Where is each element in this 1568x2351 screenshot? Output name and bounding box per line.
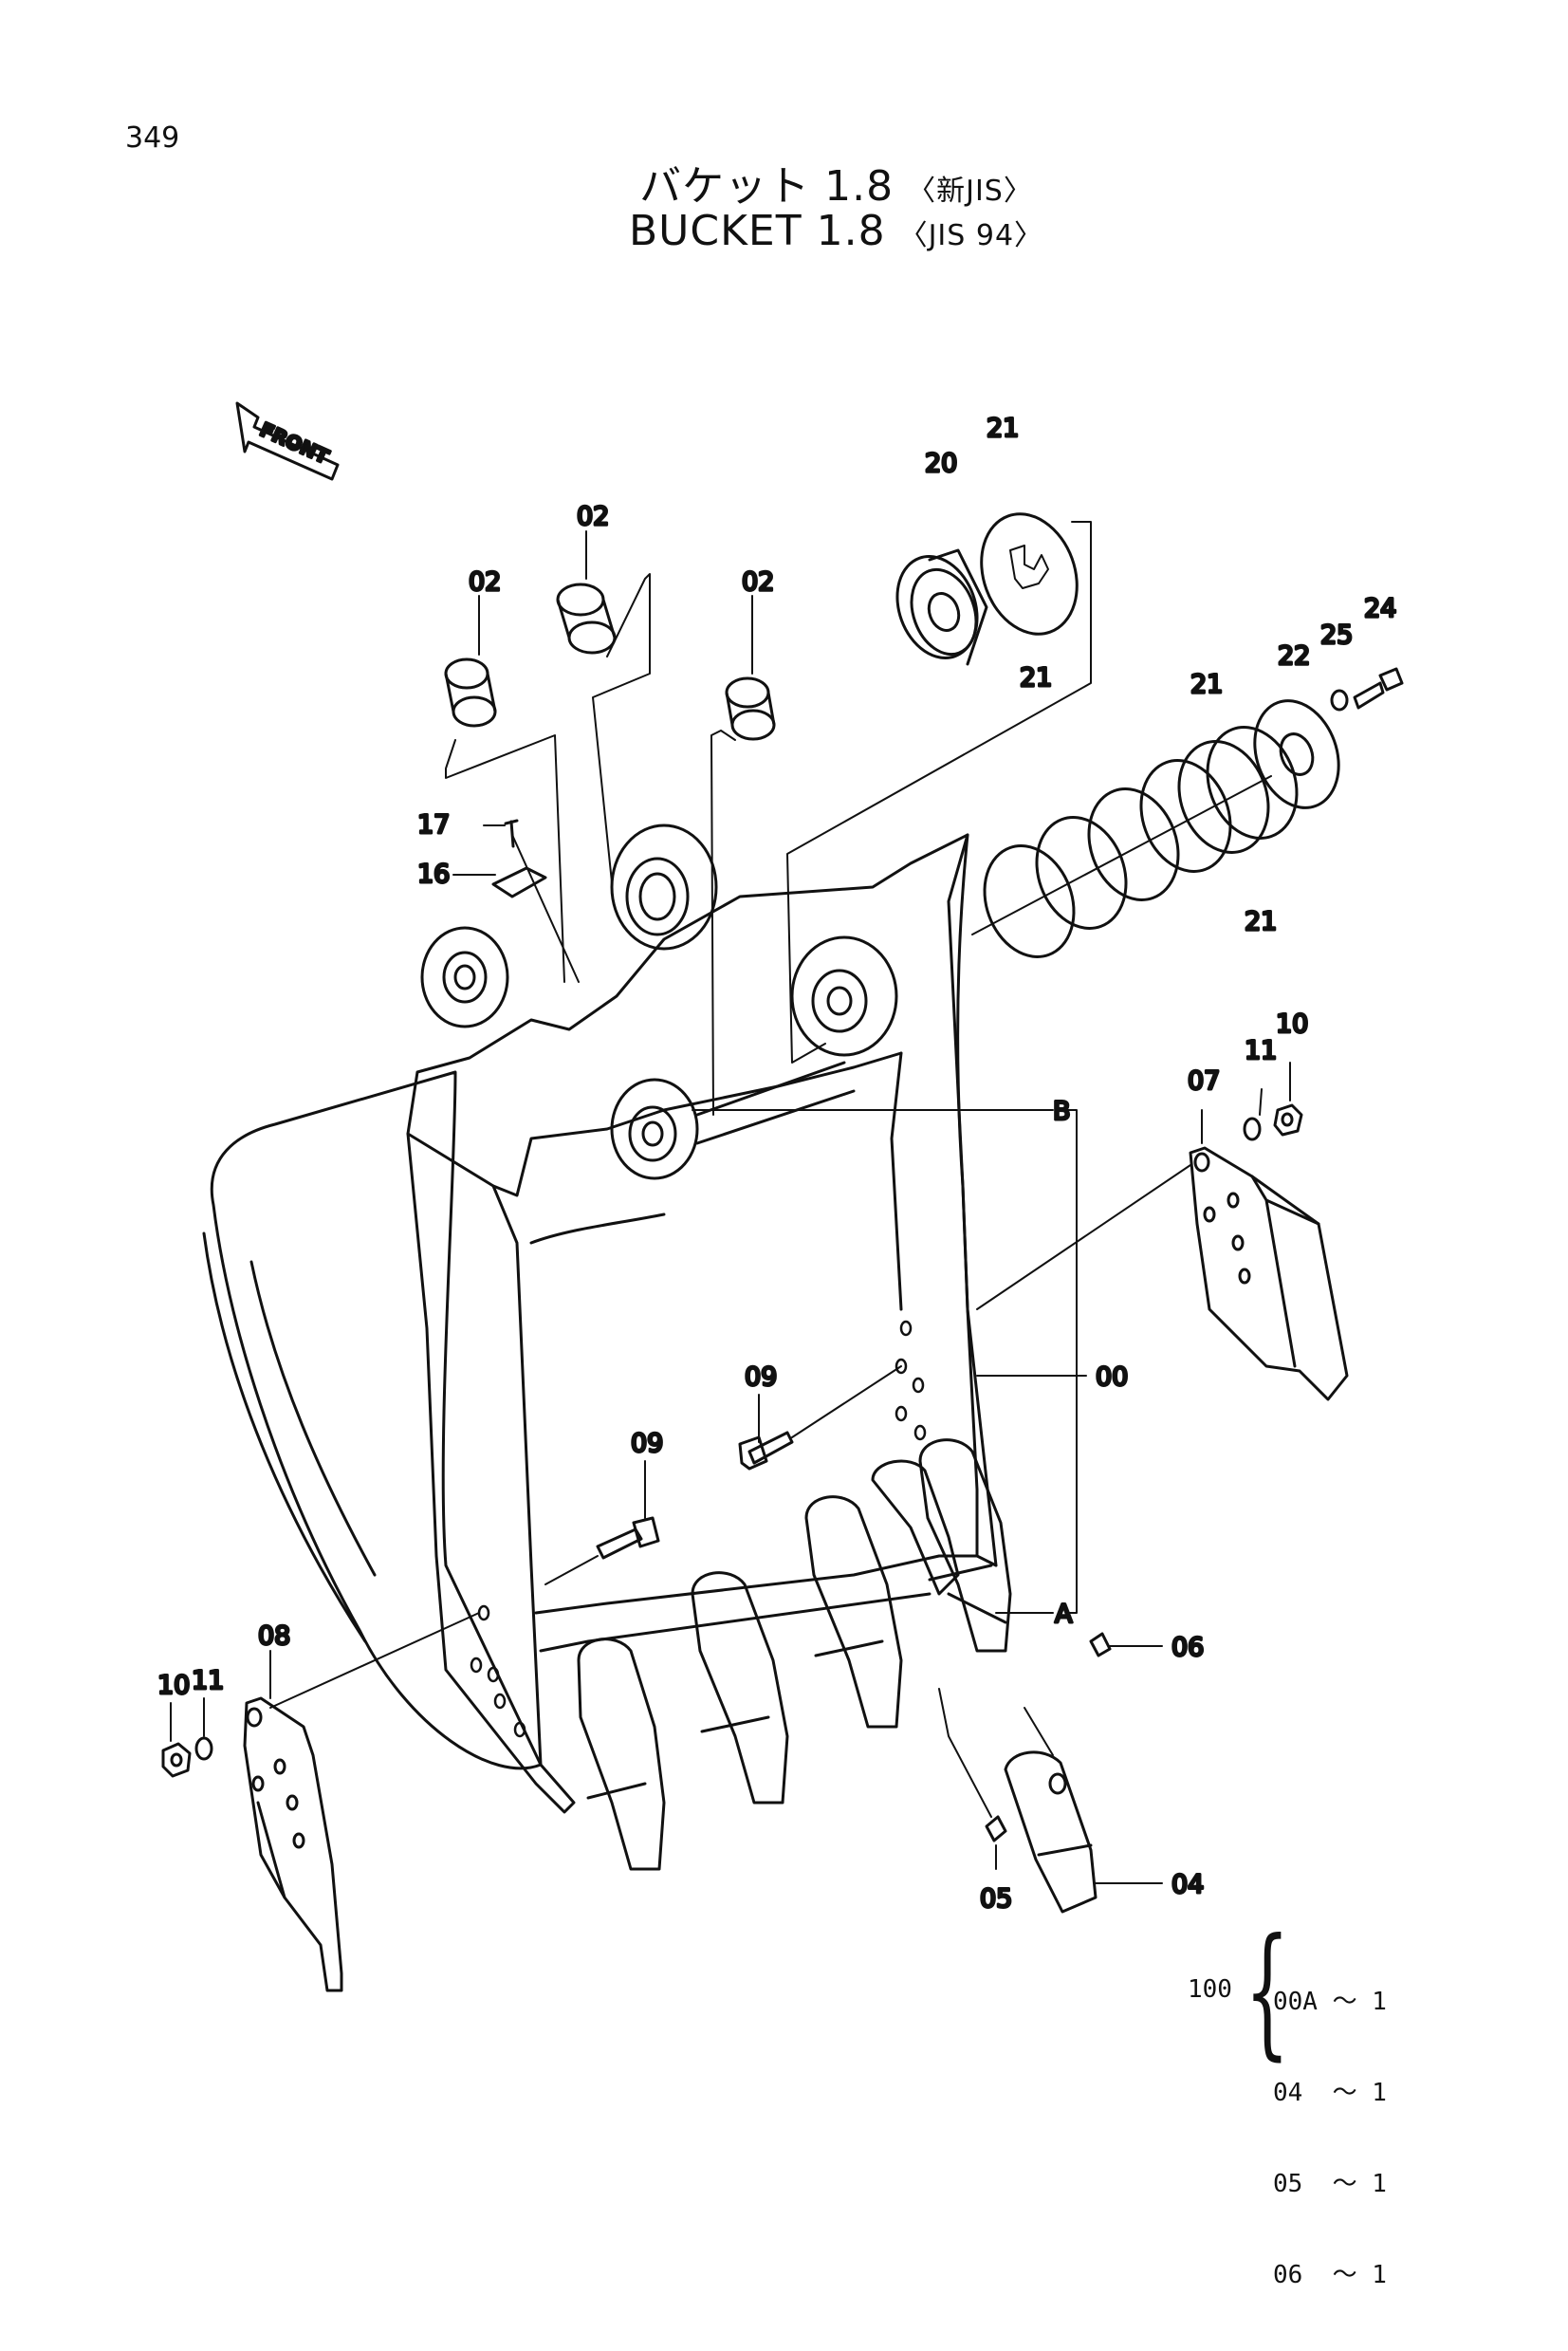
title-jp-standard: 〈新JIS〉 [907, 175, 1033, 208]
boss-left-upper [420, 926, 509, 1028]
label-06: 06 [1171, 1633, 1204, 1662]
label-02-left: 02 [469, 567, 501, 597]
label-00: 00 [1096, 1362, 1128, 1392]
label-16: 16 [417, 860, 450, 889]
kit-brace: { [1245, 1909, 1290, 2074]
label-20: 20 [925, 449, 957, 478]
label-21-stack-top: 21 [1190, 670, 1223, 699]
bucket-body [202, 833, 998, 1814]
bucket-teeth [577, 1438, 1012, 1871]
kit-line: 00A ～ 1 [1273, 1988, 1387, 2016]
boss-left-lower [610, 1078, 699, 1180]
title-jp-text: バケット 1.8 [639, 162, 895, 211]
label-24: 24 [1364, 594, 1396, 623]
bushing-02-left [444, 657, 497, 728]
kit-lines: 00A ～ 1 04 ～ 1 05 ～ 1 06 ～ 1 [1273, 1926, 1387, 2351]
bushing-02-right [725, 676, 776, 741]
title-en-text: BUCKET 1.8 [628, 207, 886, 255]
boss-center-upper [610, 824, 718, 951]
boss-right [790, 935, 898, 1057]
kit-line: 05 ～ 1 [1273, 2170, 1387, 2198]
label-07: 07 [1188, 1066, 1220, 1096]
nameplate-16 [491, 866, 547, 898]
kit-line: 04 ～ 1 [1273, 2079, 1387, 2107]
pin-05 [985, 1815, 1007, 1842]
tooth-04 [1004, 1750, 1098, 1914]
label-25: 25 [1320, 620, 1353, 650]
label-02-right: 02 [742, 567, 774, 597]
label-10-right: 10 [1276, 1009, 1308, 1039]
label-08: 08 [258, 1621, 290, 1651]
label-11-left: 11 [192, 1666, 224, 1695]
kit-number: 100 [1188, 1975, 1232, 2004]
label-22: 22 [1278, 641, 1310, 671]
label-04: 04 [1171, 1870, 1204, 1899]
nut-10-right [1273, 1103, 1303, 1137]
shim-21-upper [980, 512, 1079, 636]
plate-22 [1253, 699, 1340, 809]
bolt-24 [1353, 667, 1404, 710]
title-japanese: バケット 1.8 〈新JIS〉 [52, 152, 1568, 213]
label-A: A [1055, 1600, 1073, 1629]
label-21-top: 21 [987, 414, 1019, 443]
side-cutter-07 [1189, 1146, 1349, 1401]
bushing-02-center [556, 583, 617, 655]
label-B: B [1053, 1097, 1071, 1126]
washer-25 [1330, 689, 1349, 712]
label-17: 17 [417, 810, 450, 840]
label-09-upper: 09 [745, 1362, 777, 1392]
side-cutter-08 [243, 1696, 343, 1992]
bolt-09-lower [596, 1516, 660, 1560]
label-05: 05 [980, 1884, 1012, 1914]
shim-stack-21 [983, 726, 1299, 958]
label-11-right: 11 [1245, 1036, 1277, 1065]
label-02-center: 02 [577, 502, 609, 531]
label-21-upper-lower: 21 [1020, 663, 1052, 693]
page-number: 349 [125, 121, 180, 155]
lock-06 [1089, 1632, 1112, 1657]
bolt-09-upper [738, 1431, 794, 1471]
kit-line: 06 ～ 1 [1273, 2261, 1387, 2289]
title-en-standard: 〈JIS 94〉 [898, 219, 1044, 252]
washer-11-right [1243, 1117, 1262, 1141]
label-09-lower: 09 [631, 1429, 663, 1458]
front-arrow-icon: FRONT [235, 401, 340, 481]
bearing-20 [895, 548, 988, 666]
front-label: FRONT [257, 417, 333, 468]
nut-10-left [161, 1742, 192, 1778]
label-21-stack-bottom: 21 [1245, 907, 1277, 936]
label-10-left: 10 [157, 1671, 190, 1700]
washer-11-left [194, 1736, 213, 1761]
title-english: BUCKET 1.8 〈JIS 94〉 [52, 207, 1568, 255]
bucket-exploded-diagram: FRONT [157, 401, 1404, 1992]
